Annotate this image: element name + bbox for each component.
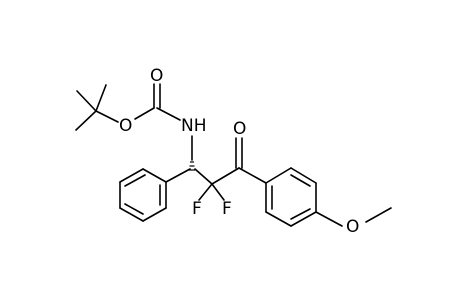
atom-label-fluorine-2: F — [222, 199, 232, 219]
phenyl-ring — [119, 168, 167, 222]
tert-butyl-group — [75, 84, 119, 131]
atom-label-methoxy-oxygen: O — [346, 217, 359, 237]
ketone-group — [235, 137, 267, 184]
atom-label-carbonyl-oxygen: O — [150, 66, 163, 86]
atom-label-ester-oxygen: O — [119, 116, 132, 136]
chiral-to-phenyl-bond — [165, 168, 191, 183]
atom-label-fluorine-1: F — [192, 199, 202, 219]
methoxy-group — [315, 207, 392, 227]
carbamate-group — [134, 83, 181, 121]
difluoro-carbon — [198, 167, 240, 201]
stereo-hash-bond — [189, 161, 195, 171]
atom-label-amine: NH — [181, 116, 207, 136]
atom-label-ketone-oxygen: O — [233, 119, 246, 139]
chiral-to-cf2-bond — [194, 168, 213, 185]
methoxyphenyl-ring — [265, 167, 317, 227]
